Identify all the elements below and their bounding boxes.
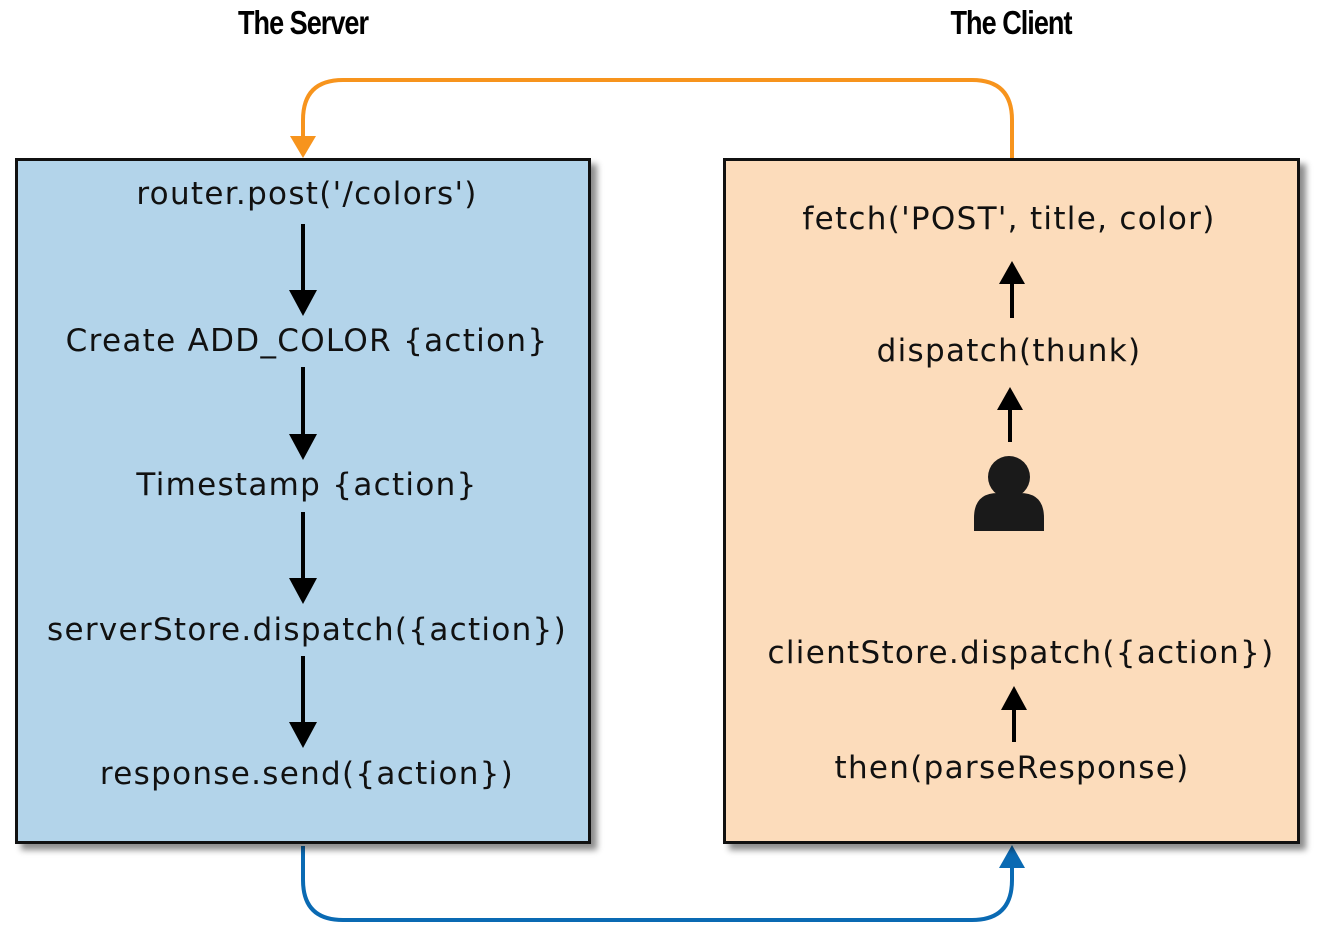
client-step-client-dispatch: clientStore.dispatch({action}) <box>767 635 1275 671</box>
server-arrow-1 <box>289 224 317 316</box>
server-step-create-action: Create ADD_COLOR {action} <box>65 323 549 359</box>
client-step-dispatch-thunk: dispatch(thunk) <box>876 333 1142 369</box>
client-arrow-to-dispatch-thunk <box>997 387 1023 442</box>
server-arrow-4 <box>289 656 317 748</box>
server-arrow-3 <box>289 512 317 604</box>
server-step-response-send: response.send({action}) <box>99 756 515 792</box>
client-step-fetch: fetch('POST', title, color) <box>802 201 1216 237</box>
response-arrowhead <box>999 845 1025 868</box>
server-arrow-2 <box>289 367 317 460</box>
server-step-server-dispatch: serverStore.dispatch({action}) <box>47 612 567 648</box>
client-heading: The Client <box>950 4 1073 41</box>
server-step-router-post: router.post('/colors') <box>136 176 478 212</box>
request-arrowhead <box>290 136 316 158</box>
server-step-timestamp: Timestamp {action} <box>136 467 478 503</box>
client-arrow-to-fetch <box>999 261 1025 318</box>
response-connector <box>301 846 1014 922</box>
client-arrow-to-client-dispatch <box>1001 686 1027 742</box>
client-step-then-parse: then(parseResponse) <box>834 750 1190 786</box>
user-icon <box>974 456 1044 531</box>
server-heading: The Server <box>237 4 369 41</box>
request-connector <box>301 78 1014 158</box>
